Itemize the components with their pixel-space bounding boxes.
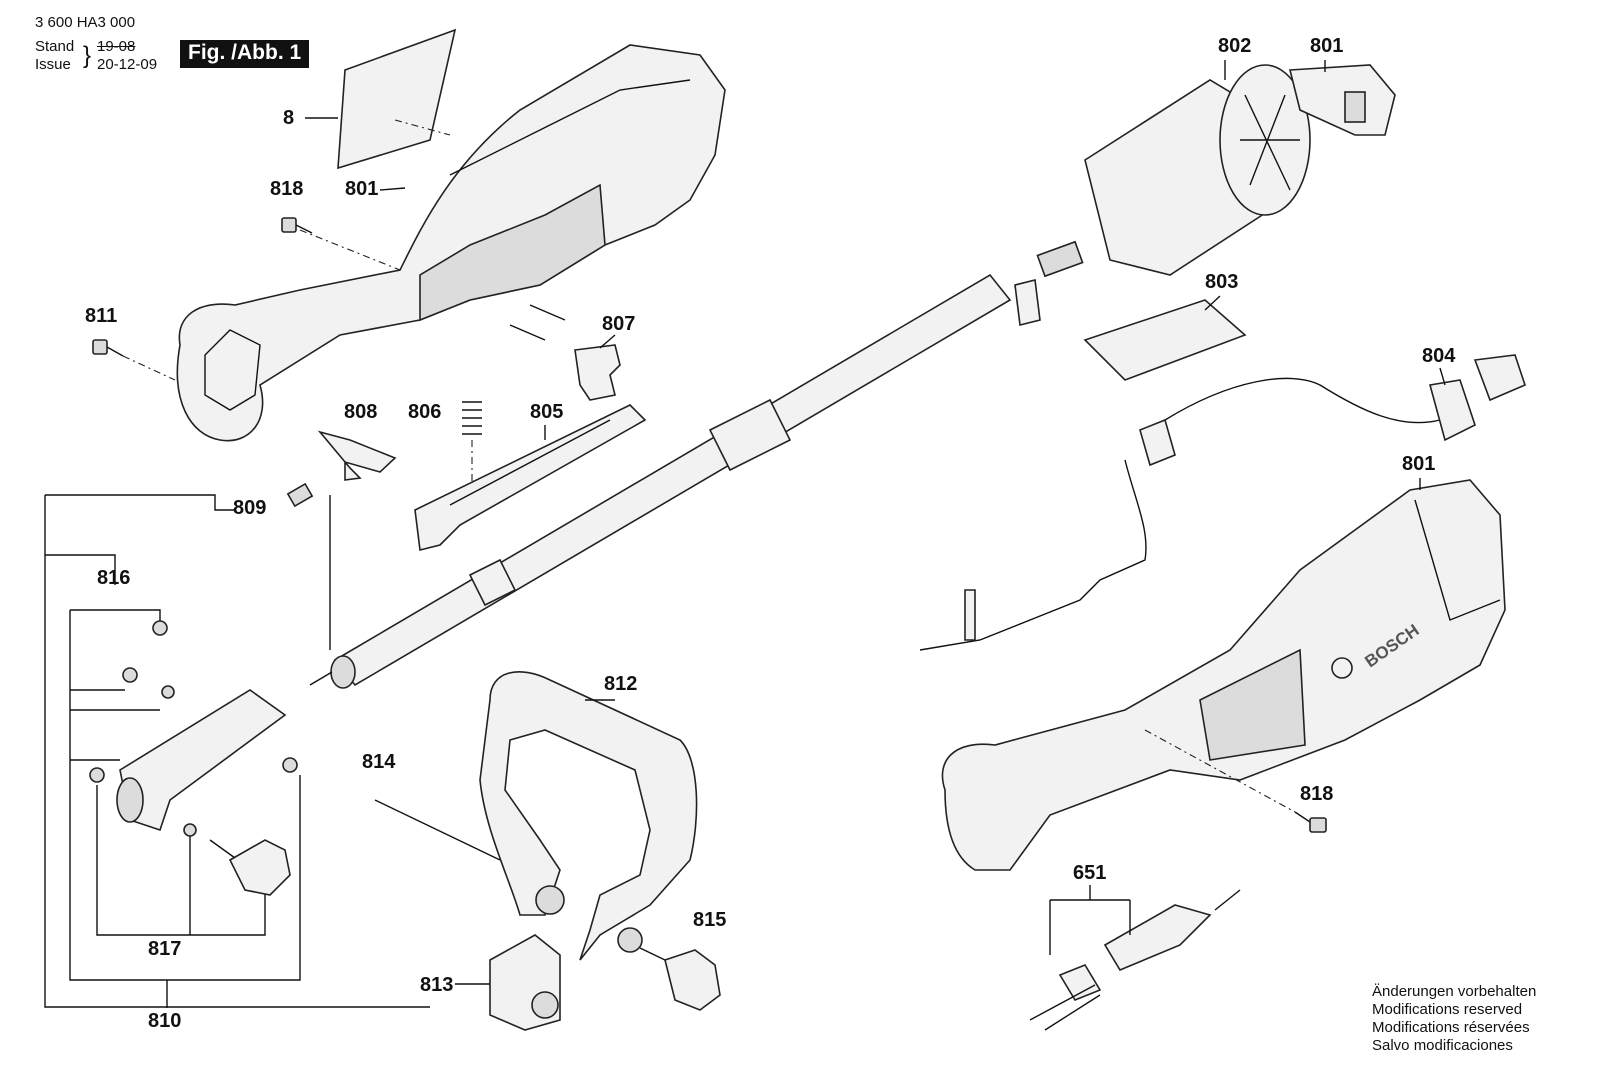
label-sheet-part: [305, 28, 457, 170]
figure-label: Fig. /Abb. 1: [180, 40, 310, 68]
clamp-813-part: [489, 934, 561, 1031]
note-german: Änderungen vorbehalten: [1372, 983, 1537, 1000]
modifications-note: Änderungen vorbehalten Modifications res…: [1372, 983, 1536, 1055]
screw-818-top: [281, 217, 313, 234]
label-801-switch: 801: [1310, 35, 1343, 57]
label-651: 651: [1073, 862, 1106, 884]
label-8: 8: [283, 107, 294, 129]
label-814: 814: [362, 751, 396, 773]
shaft-tube-part: [309, 273, 1041, 689]
label-801-housing: 801: [1402, 453, 1435, 475]
power-cable-804-part: [919, 354, 1526, 651]
spring-806-part: [462, 401, 482, 500]
stand-label: Stand: [35, 38, 75, 55]
label-818-bottom: 818: [1300, 783, 1333, 805]
note-spanish: Salvo modificaciones: [1372, 1037, 1513, 1054]
label-815: 815: [693, 909, 726, 931]
screw-811: [92, 339, 176, 381]
stand-date: 19-08: [97, 38, 136, 55]
clip-807-part: [574, 344, 621, 401]
shoulder-strap-651-part: [1029, 885, 1241, 1031]
bracket-callout-lines: [44, 494, 430, 1008]
spring-809-part: [286, 482, 314, 508]
note-french: Modifications réservées: [1372, 1019, 1530, 1036]
label-812: 812: [604, 673, 637, 695]
issue-label: Issue: [35, 56, 71, 73]
label-817: 817: [148, 938, 181, 960]
pins: [509, 304, 566, 341]
label-818-top: 818: [270, 178, 303, 200]
issue-date: 20-12-09: [97, 56, 158, 73]
label-809: 809: [233, 497, 266, 519]
leader-lines: [455, 60, 1446, 985]
label-816: 816: [97, 567, 130, 589]
label-804: 804: [1422, 345, 1456, 367]
label-813: 813: [420, 974, 453, 996]
label-802: 802: [1218, 35, 1251, 57]
knob-815-part: [639, 947, 721, 1011]
handle-shell-part: [176, 44, 726, 442]
note-english: Modifications reserved: [1372, 1001, 1523, 1018]
label-805: 805: [530, 401, 563, 423]
document-number: 3 600 HA3 000: [35, 14, 136, 31]
screw-818-bottom: [1144, 729, 1327, 833]
brace-glyph: }: [83, 42, 92, 69]
label-801-handle: 801: [345, 178, 378, 200]
label-811: 811: [85, 305, 117, 327]
slider-805-part: [414, 404, 647, 551]
label-810: 810: [148, 1010, 181, 1032]
motor-802-part: [1036, 64, 1311, 278]
label-806: 806: [408, 401, 441, 423]
label-803: 803: [1205, 271, 1238, 293]
switch-801-part: [1288, 64, 1396, 136]
label-808: 808: [344, 401, 377, 423]
label-807: 807: [602, 313, 635, 335]
latch-808-part: [317, 430, 397, 481]
loop-handle-812-part: [374, 671, 698, 961]
tube-bracket-part: [89, 620, 298, 896]
circuit-board-803-part: [1083, 299, 1247, 381]
motor-housing-801-part: BOSCH: [941, 479, 1506, 871]
